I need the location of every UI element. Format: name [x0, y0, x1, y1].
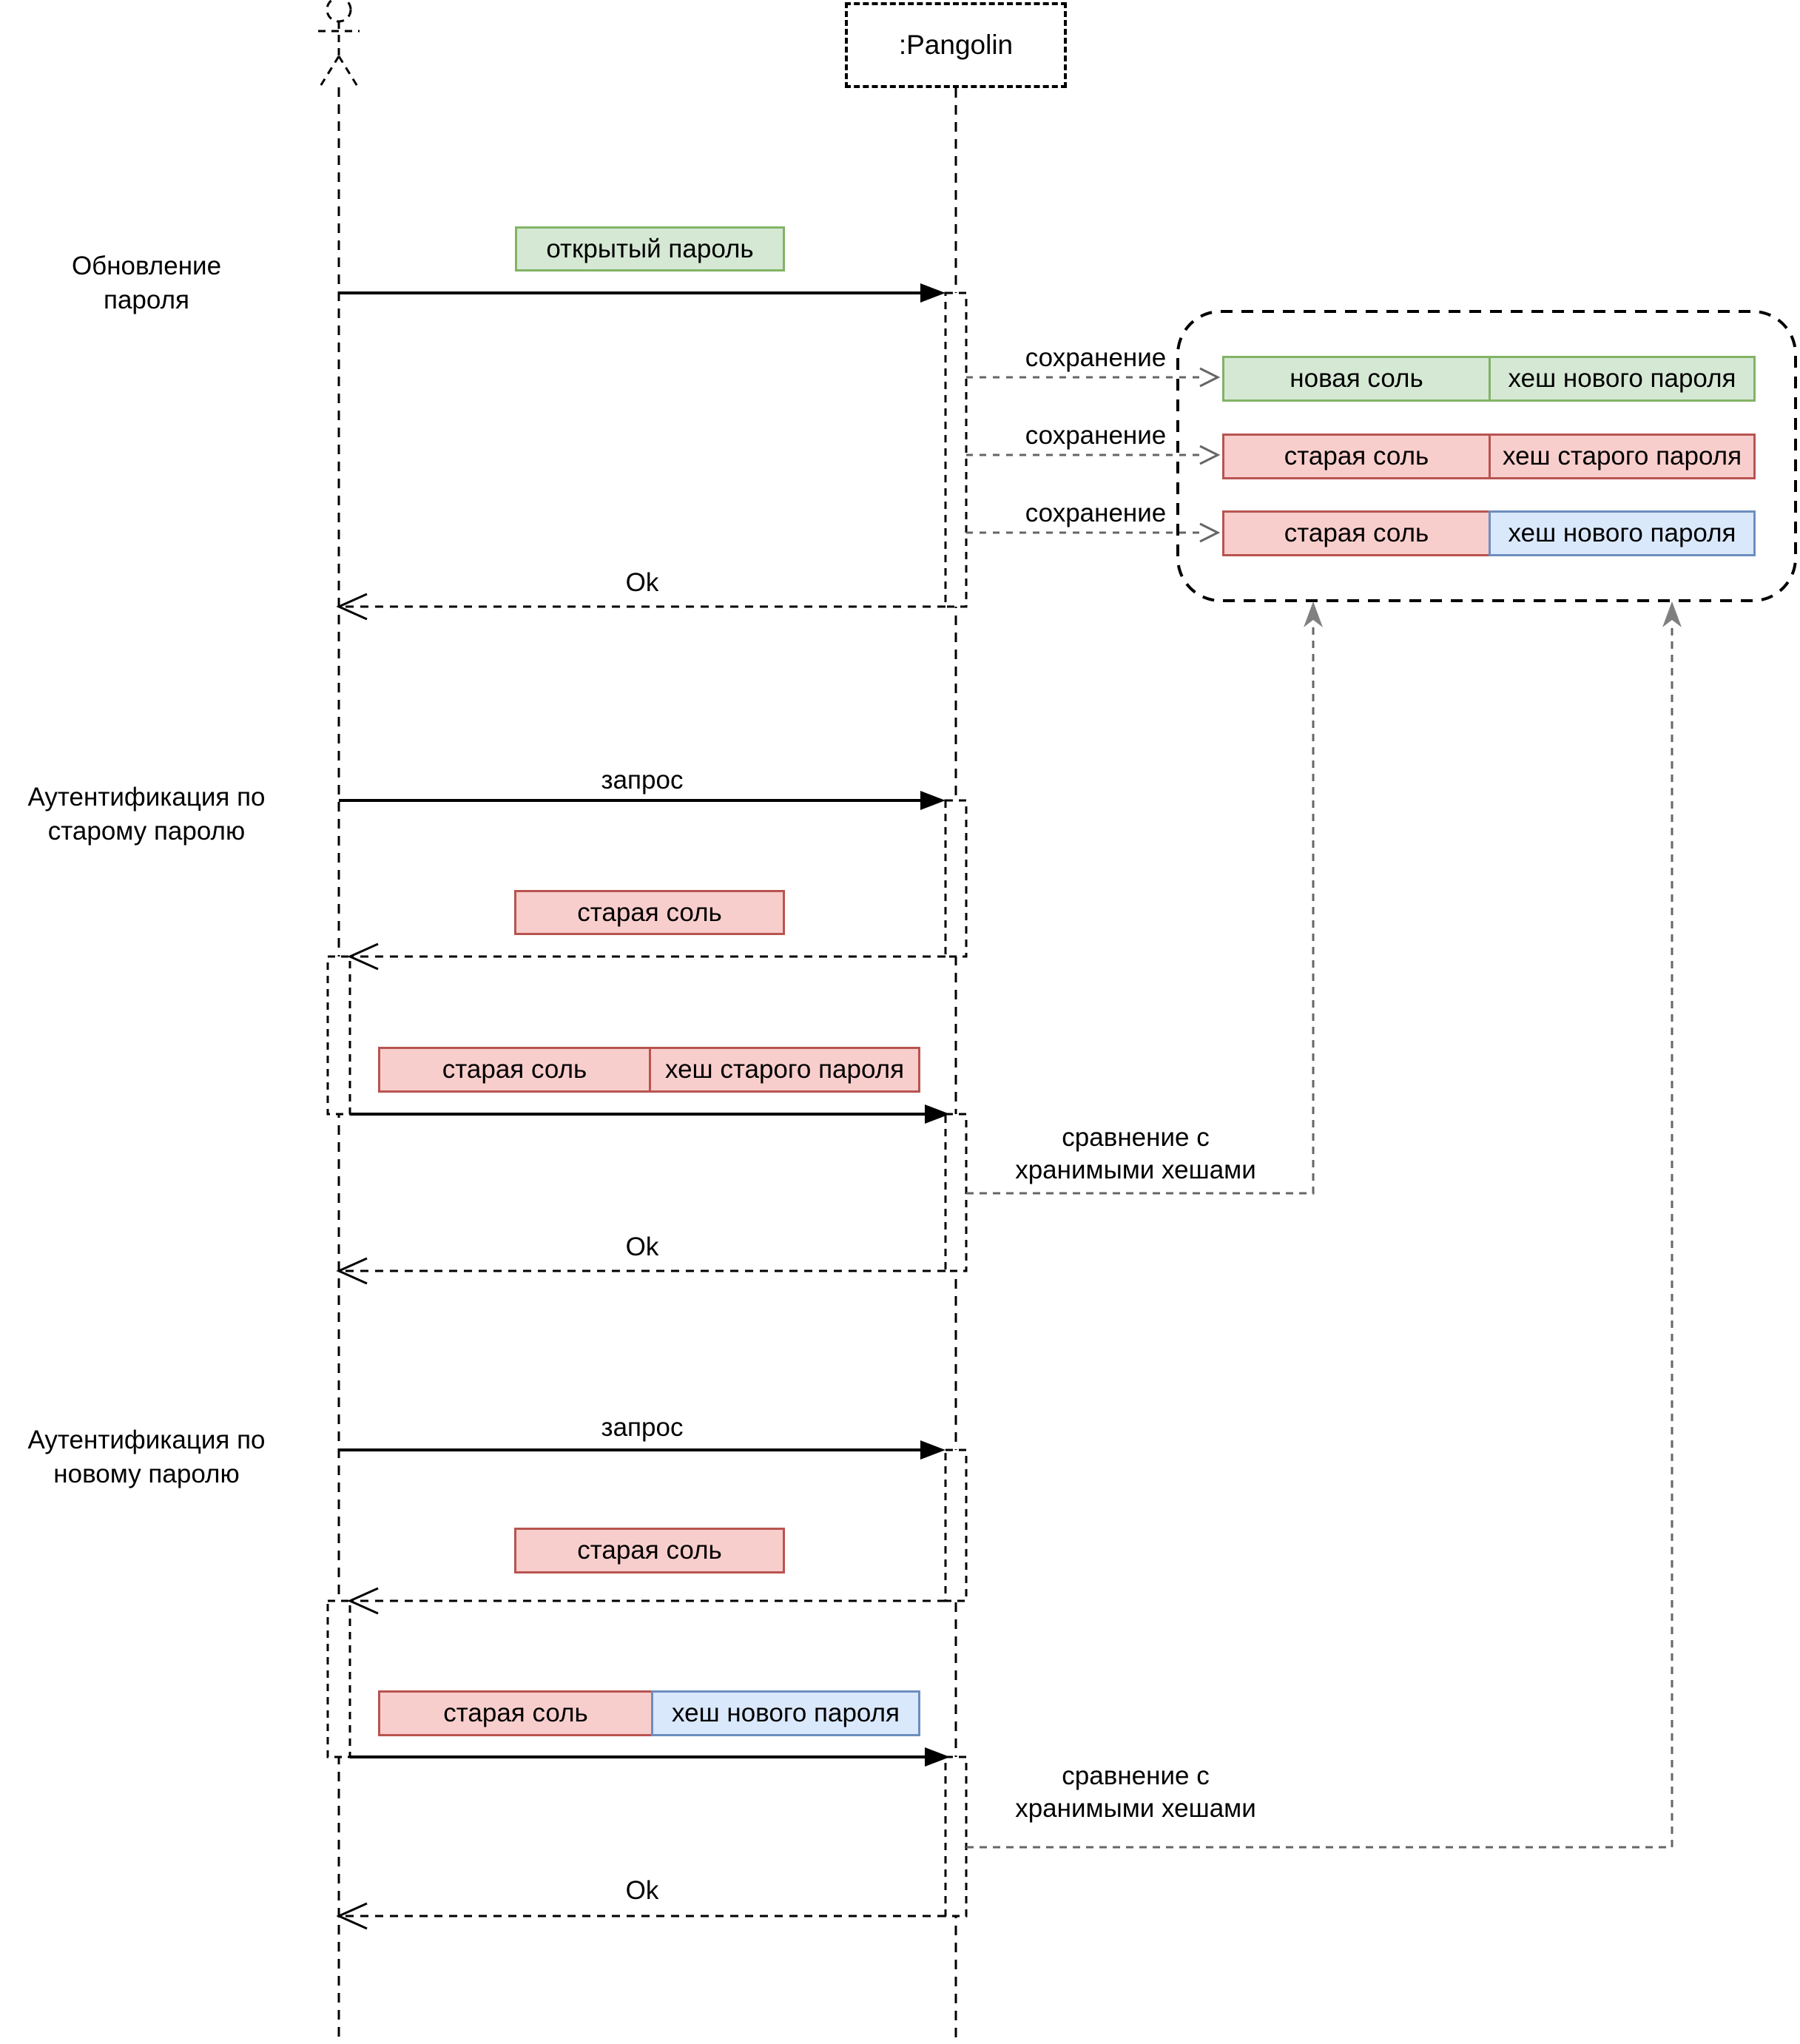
payload-cell-new-hash: хеш нового пароля: [651, 1690, 920, 1736]
section-title-line: новому паролю: [53, 1460, 240, 1488]
compare-label-old: сравнение с хранимыми хешами: [1015, 1121, 1256, 1187]
section-title-auth-new-password: Аутентификация по новому паролю: [27, 1423, 265, 1491]
payload-old-salt-new-hash: старая соль хеш нового пароля: [378, 1690, 920, 1736]
compare-label-line: хранимыми хешами: [1015, 1156, 1256, 1184]
section-title-line: Аутентификация по: [27, 783, 266, 812]
message-label-request-old: запрос: [601, 766, 684, 795]
payload-cell-old-salt: старая соль: [378, 1047, 651, 1093]
actor-activation-bars: [326, 955, 351, 1758]
message-label-ok-1: Ok: [625, 568, 659, 597]
store-row-old-salt-old-hash: старая соль хеш старого пароля: [1222, 434, 1756, 479]
store-cell-new-hash: хеш нового пароля: [1489, 356, 1756, 402]
store-cell-new-salt: новая соль: [1222, 356, 1491, 402]
section-title-auth-old-password: Аутентификация по старому паролю: [27, 780, 265, 849]
save-label-1: сохранение: [1025, 343, 1167, 372]
store-cell-new-hash: хеш нового пароля: [1489, 510, 1756, 556]
actor-icon: [318, 0, 360, 88]
compare-label-line: хранимыми хешами: [1015, 1794, 1256, 1823]
compare-connector-new: [966, 601, 1682, 1849]
section-title-password-update: Обновление пароля: [72, 249, 221, 317]
store-cell-old-salt: старая соль: [1222, 434, 1491, 479]
section-title-line: старому паролю: [47, 817, 246, 846]
save-label-3: сохранение: [1025, 499, 1167, 527]
compare-label-line: сравнение с: [1062, 1761, 1210, 1790]
store-cell-old-salt: старая соль: [1222, 510, 1491, 556]
payload-cell-old-salt: старая соль: [378, 1690, 653, 1736]
participant-pangolin: :Pangolin: [845, 2, 1067, 88]
store-row-old-salt-new-hash: старая соль хеш нового пароля: [1222, 510, 1756, 556]
save-arrows: [966, 367, 1221, 543]
payload-old-salt-old-hash: старая соль хеш старого пароля: [378, 1047, 920, 1093]
compare-label-line: сравнение с: [1062, 1123, 1210, 1152]
message-label-ok-2: Ok: [625, 1232, 659, 1261]
payload-old-salt-1: старая соль: [514, 890, 785, 935]
payload-old-salt-2: старая соль: [514, 1528, 785, 1574]
section-title-line: Аутентификация по: [27, 1426, 266, 1454]
payload-open-password: открытый пароль: [515, 226, 785, 271]
save-label-2: сохранение: [1025, 421, 1167, 450]
section-title-line: Обновление: [71, 252, 222, 280]
message-label-ok-3: Ok: [625, 1876, 659, 1905]
message-label-request-new: запрос: [601, 1413, 684, 1442]
store-row-new-salt-new-hash: новая соль хеш нового пароля: [1222, 356, 1756, 402]
store-cell-old-hash: хеш старого пароля: [1489, 434, 1756, 479]
participant-pangolin-label: :Pangolin: [898, 30, 1014, 60]
solid-message-arrows: [339, 283, 950, 1767]
payload-cell-old-hash: хеш старого пароля: [649, 1047, 920, 1093]
compare-label-new: сравнение с хранимыми хешами: [1015, 1760, 1256, 1825]
return-arrows: [336, 593, 945, 1930]
compare-connector-old: [966, 601, 1323, 1195]
section-title-line: пароля: [104, 286, 189, 314]
